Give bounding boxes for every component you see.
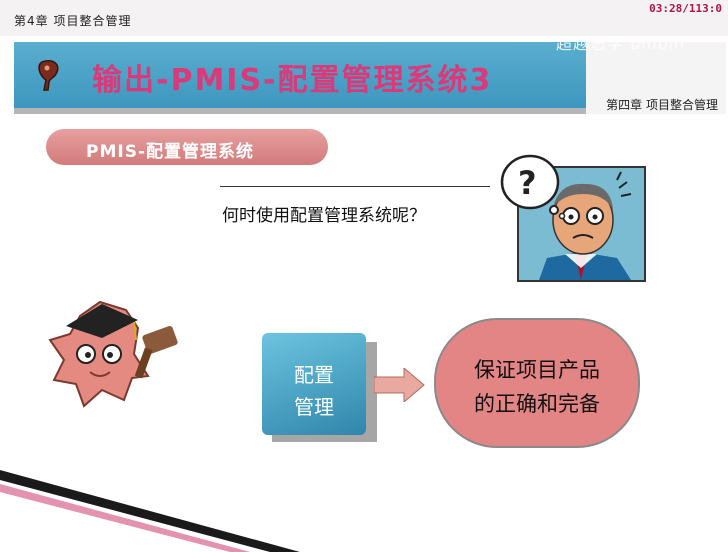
top-strip xyxy=(0,0,728,36)
question-text: 何时使用配置管理系统呢？ xyxy=(222,206,426,226)
decorative-corner-stripe xyxy=(0,470,300,552)
section-pill-label: PMIS-配置管理系统 xyxy=(86,142,255,162)
chapter-label: 第4章 项目整合管理 xyxy=(14,14,132,28)
config-box-line2: 管理 xyxy=(294,395,334,419)
right-arrow-icon xyxy=(374,368,425,402)
banner-right-panel xyxy=(586,42,726,114)
professor-mascot-icon xyxy=(48,300,178,408)
thought-bubble-icon: ? xyxy=(500,154,566,220)
question-divider xyxy=(220,186,490,187)
title-banner: 输出-PMIS-配置管理系统3 第四章 项目整合管理 xyxy=(14,42,726,114)
config-management-box: 配置 管理 xyxy=(262,333,366,435)
thinking-man-icon xyxy=(519,168,644,280)
section-pill: PMIS-配置管理系统 xyxy=(46,129,328,165)
slide-title: 输出-PMIS-配置管理系统3 xyxy=(92,63,493,98)
chapter-subtitle: 第四章 项目整合管理 xyxy=(606,98,718,112)
watermark-text: 超越思学 bilibili xyxy=(556,34,686,53)
pin-icon xyxy=(38,60,59,91)
config-box-line1: 配置 xyxy=(294,363,334,387)
result-line1: 保证项目产品 xyxy=(474,358,600,382)
video-timer: 03:28/113:0 xyxy=(649,2,722,15)
thinking-man-illustration xyxy=(517,166,646,282)
result-line2: 的正确和完备 xyxy=(474,392,600,416)
svg-text:?: ? xyxy=(518,164,537,202)
result-oval: 保证项目产品 的正确和完备 xyxy=(434,318,640,448)
